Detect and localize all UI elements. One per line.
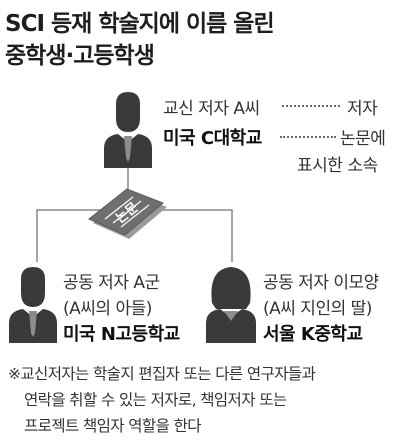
legend-dotted-line-affiliation	[280, 136, 336, 138]
left-coauthor-affiliation: 미국 N고등학교	[63, 324, 180, 345]
right-coauthor-affiliation: 서울 K중학교	[263, 324, 363, 345]
footnote-line1: ※교신저자는 학술지 편집자 또는 다른 연구자들과	[8, 365, 316, 383]
right-coauthor-icon	[206, 267, 256, 343]
legend-author-label: 저자	[347, 99, 378, 119]
legend-affiliation-line2: 표시한 소속	[297, 156, 378, 176]
diagram-title-line2: 중학생·고등학생	[5, 43, 155, 69]
legend-dotted-line-author	[282, 105, 340, 107]
left-coauthor-relation: (A씨의 아들)	[63, 299, 152, 319]
corresponding-author-affiliation: 미국 C대학교	[163, 128, 262, 149]
diagram-title-line1: SCI 등재 학술지에 이름 올린	[5, 11, 275, 37]
right-coauthor-relation: (A씨 지인의 딸)	[263, 299, 372, 319]
left-coauthor-role: 공동 저자 A군	[63, 273, 160, 293]
legend-affiliation-line1: 논문에	[340, 129, 386, 149]
corresponding-author-icon	[104, 92, 152, 168]
left-coauthor-icon	[9, 267, 57, 343]
footnote-line3: 프로젝트 책임자 역할을 한다	[24, 417, 202, 435]
footnote-line2: 연락을 취할 수 있는 저자로, 책임저자 또는	[24, 391, 287, 409]
corresponding-author-role: 교신 저자 A씨	[163, 99, 260, 119]
right-coauthor-role: 공동 저자 이모양	[263, 273, 379, 293]
paper-icon: 논문	[88, 188, 167, 239]
